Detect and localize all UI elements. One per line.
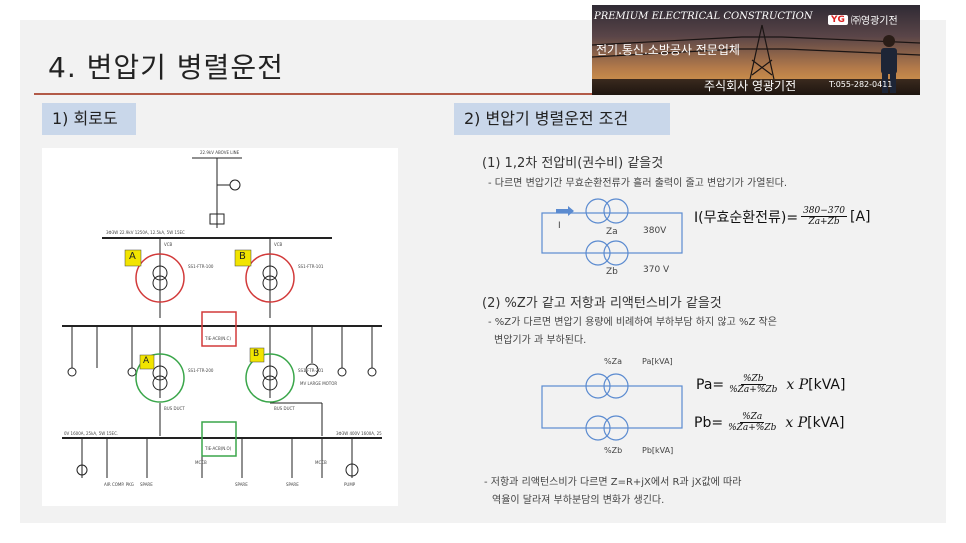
circulating-current-formula: I(무효순환전류)= 380−370 Za+Zb [A]	[694, 206, 871, 227]
condition2-heading: (2) %Z가 같고 저항과 리액턴스비가 같을것	[482, 296, 722, 311]
sld-top-line: 22.9kV ABOVE LINE	[200, 150, 240, 155]
sld-spare-3: SPARE	[286, 482, 299, 487]
banner-tagline: PREMIUM ELECTRICAL CONSTRUCTION	[594, 11, 813, 22]
sld-bus-duct-2: BUS DUCT	[274, 406, 295, 411]
sld-mccb-2: MCCB	[315, 460, 327, 465]
sld-air-comp: AIR COMP. PKG	[104, 482, 134, 487]
label-370v: 370 V	[643, 265, 670, 275]
logo-name: ㈜영광기전	[850, 16, 898, 27]
section-circuit-diagram: 1) 회로도	[42, 103, 136, 135]
banner-company-name: 주식회사 영광기전	[704, 79, 797, 93]
label-i: I	[558, 221, 561, 231]
condition1-detail: - 다르면 변압기간 무효순환전류가 흘러 출력이 줄고 변압기가 가열된다.	[488, 178, 788, 189]
pb-fraction: %Za %Za+%Zb	[726, 412, 778, 433]
pa-formula: Pa= %Zb %Za+%Zb x P [kVA]	[696, 374, 845, 395]
company-logo: YG ㈜영광기전	[828, 12, 898, 27]
sld-mccb-1: MCCB	[195, 460, 207, 465]
pa-mult: x P	[786, 376, 809, 393]
banner-slogan: 전기.통신.소방공사 전문업체	[596, 43, 740, 57]
single-line-diagram: 22.9kV ABOVE LINE 3Φ3W 22.9kV 1250A, 12.…	[42, 148, 398, 506]
label-zb: Zb	[606, 267, 618, 277]
label-pct-za: %Za	[604, 357, 622, 366]
sld-tr-a: SS1-FTR-100	[188, 264, 214, 269]
sld-spare-2: SPARE	[235, 482, 248, 487]
sld-vcb-1: VCB	[164, 242, 173, 247]
title-divider	[34, 93, 918, 95]
pb-denominator: %Za+%Zb	[728, 423, 777, 433]
logo-mark: YG	[828, 14, 848, 25]
sld-mark-a2: A	[143, 356, 150, 366]
condition2-detail-2: 변압기가 과 부하된다.	[494, 335, 587, 346]
label-pa-kva: Pa[kVA]	[642, 357, 673, 366]
label-380v: 380V	[643, 226, 667, 236]
condition2-detail-1: - %Z가 다르면 변압기 용량에 비례하여 부하부담 하지 않고 %Z 작은	[488, 317, 777, 328]
pb-mult: x P	[785, 414, 808, 431]
banner-ground	[592, 79, 920, 95]
sld-motor: MV LARGE MOTOR	[300, 381, 338, 386]
condition1-heading: (1) 1,2차 전압비(권수비) 같을것	[482, 156, 664, 171]
label-pct-zb: %Zb	[604, 446, 623, 455]
note-line-2: 역율이 달라져 부하분담의 변화가 생긴다.	[492, 495, 665, 506]
note-line-1: - 저항과 리액턴스비가 다르면 Z=R+jX에서 R과 jX값에 따라	[484, 477, 742, 488]
sld-tie-nc: TIE-ACB(N.C)	[205, 336, 231, 341]
sld-spare-1: SPARE	[140, 482, 153, 487]
sld-tie-no: TIE-ACB(N.O)	[205, 446, 232, 451]
pb-unit: [kVA]	[807, 414, 845, 431]
pa-unit: [kVA]	[808, 376, 846, 393]
formula-numerator: 380−370	[801, 206, 847, 217]
company-banner: PREMIUM ELECTRICAL CONSTRUCTION YG ㈜영광기전…	[592, 5, 920, 95]
pb-left: Pb=	[694, 414, 724, 431]
sld-tr-c: SS1-FTR-200	[188, 368, 214, 373]
load-sharing-diagram	[541, 373, 683, 441]
label-za: Za	[606, 227, 618, 237]
pb-numerator: %Za	[740, 412, 765, 423]
banner-phone: T:055-282-0411	[829, 80, 893, 89]
sld-tr-b: SS1-FTR-101	[298, 264, 324, 269]
sld-mark-b: B	[239, 251, 246, 262]
page-title: 4. 변압기 병렬운전	[48, 51, 284, 84]
circulating-current-diagram	[541, 198, 683, 266]
sld-tr-d: SS1-FTR-201	[298, 368, 324, 373]
sld-mark-b2: B	[253, 349, 260, 359]
label-pb-kva: Pb[kVA]	[642, 446, 674, 455]
sld-vcb-2: VCB	[274, 242, 283, 247]
pa-denominator: %Za+%Zb	[729, 385, 778, 395]
formula-fraction: 380−370 Za+Zb	[801, 206, 847, 227]
sld-mark-a: A	[129, 251, 136, 262]
formula-denominator: Za+Zb	[808, 217, 840, 227]
pa-left: Pa=	[696, 376, 725, 393]
person-figure-icon	[881, 35, 897, 93]
pa-fraction: %Zb %Za+%Zb	[727, 374, 779, 395]
pb-formula: Pb= %Za %Za+%Zb x P [kVA]	[694, 412, 844, 433]
pa-numerator: %Zb	[740, 374, 766, 385]
sld-pump: PUMP	[344, 482, 356, 487]
formula-unit: [A]	[849, 208, 871, 225]
formula-prefix: I(무효순환전류)=	[694, 209, 799, 226]
sld-bus-duct-1: BUS DUCT	[164, 406, 185, 411]
sld-hv-bus-label: 3Φ3W 22.9kV 1250A, 12.5kA, 5W 15EC	[106, 230, 185, 235]
section-parallel-conditions: 2) 변압기 병렬운전 조건	[454, 103, 670, 135]
sld-lv-bus-right: 3Φ3W 400V 1600A, 25	[336, 431, 382, 436]
sld-lv-bus-left: 0V 1600A, 25kA, 5W 15EC.	[64, 431, 119, 436]
